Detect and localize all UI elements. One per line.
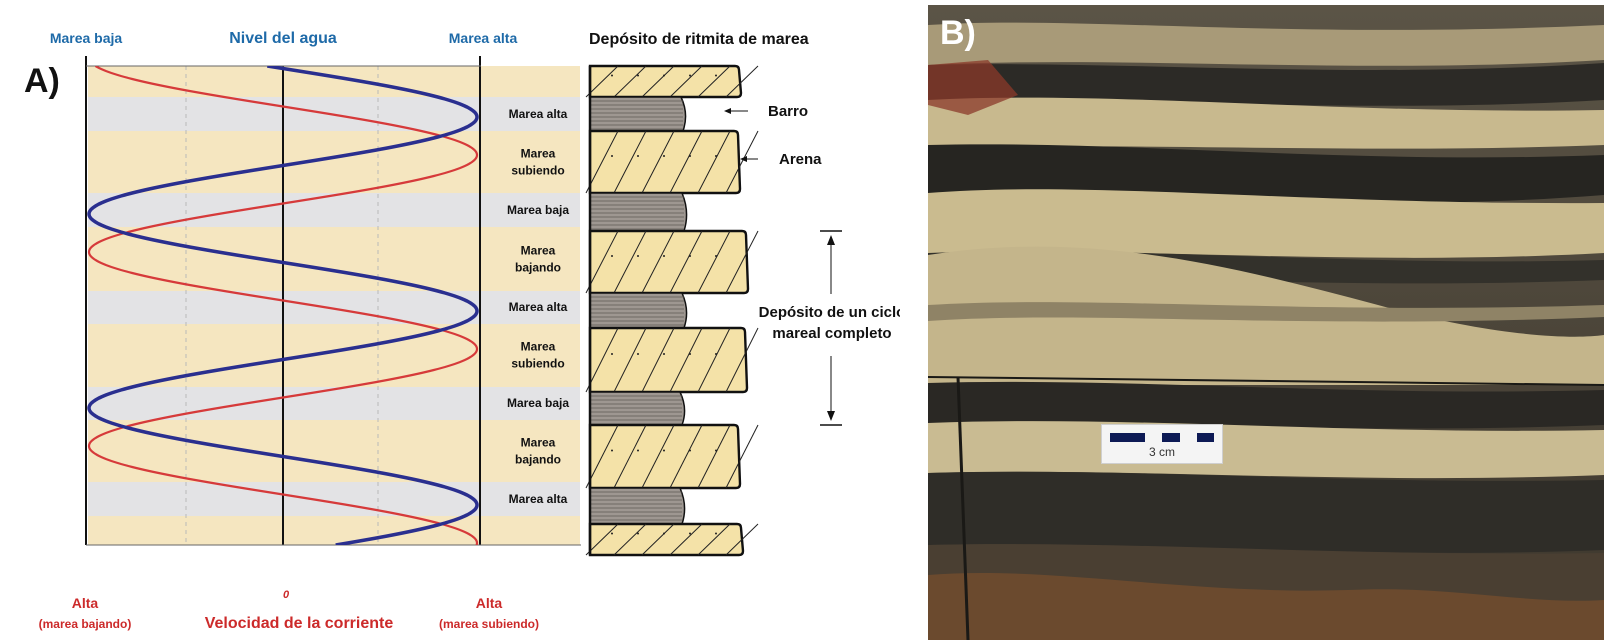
high-tide-top-label: Marea alta (449, 30, 518, 46)
deposit-title: Depósito de ritmita de marea (589, 31, 809, 48)
mud-band (87, 482, 580, 516)
sand-layer (585, 326, 759, 394)
sand-layer (585, 129, 759, 195)
phase-label: Marea alta (509, 300, 568, 314)
band-edge (87, 66, 88, 545)
phase-label: Marea alta (509, 107, 568, 121)
right-high-note: (marea subiendo) (439, 617, 539, 631)
rhythmite-outcrop-photo (928, 5, 1604, 640)
mud-band (87, 387, 580, 420)
sand-layer (585, 423, 759, 490)
sand-layer (585, 229, 759, 295)
phase-label: Marea baja (507, 203, 569, 217)
panel-a-label: A) (24, 62, 60, 100)
phase-label: Marea baja (507, 396, 569, 410)
left-high-label: Alta (72, 595, 99, 611)
cycle-bracket: Depósito de un ciclo mareal completo (759, 230, 900, 426)
sand-label: Arena (779, 151, 822, 168)
zero-label: 0 (283, 589, 290, 601)
mud-annotation: Barro (724, 103, 808, 120)
velocity-axis-title: Velocidad de la corriente (205, 615, 394, 632)
rhythmite-deposit-column (585, 64, 759, 557)
mud-label: Barro (768, 103, 808, 120)
left-high-note: (marea bajando) (39, 617, 132, 631)
water-level-curve (87, 66, 479, 545)
sand-layer (585, 64, 759, 99)
sand-band (87, 227, 580, 291)
right-high-label: Alta (476, 595, 503, 611)
sand-annotation: Arena (740, 151, 822, 168)
sand-band (87, 324, 580, 387)
sand-band (87, 66, 580, 97)
scale-bar: 3 cm (1101, 424, 1223, 464)
sand-layer (585, 522, 759, 557)
mud-layer (589, 96, 687, 132)
mud-layer (589, 292, 688, 329)
current-velocity-curve (87, 66, 479, 545)
mud-band (87, 291, 580, 324)
scale-bar-segment (1145, 433, 1162, 442)
low-tide-top-label: Marea baja (50, 30, 123, 46)
sand-band (87, 131, 580, 193)
mud-band (87, 193, 580, 227)
panel-b-label: B) (940, 14, 976, 52)
scale-bar-segment (1180, 433, 1197, 442)
phase-bands (87, 66, 580, 545)
sand-band (87, 420, 580, 482)
water-level-label: Nivel del agua (229, 30, 337, 47)
mud-layer (589, 192, 688, 232)
sand-band (87, 516, 580, 545)
scale-bar-graphic (1110, 433, 1214, 442)
phase-label: Marea alta (509, 492, 568, 506)
cycle-label-line2: mareal completo (772, 325, 891, 342)
cycle-label-line1: Depósito de un ciclo (759, 304, 900, 321)
scale-label: 3 cm (1148, 445, 1175, 459)
mud-layer (589, 391, 686, 426)
mud-layer (589, 487, 686, 525)
